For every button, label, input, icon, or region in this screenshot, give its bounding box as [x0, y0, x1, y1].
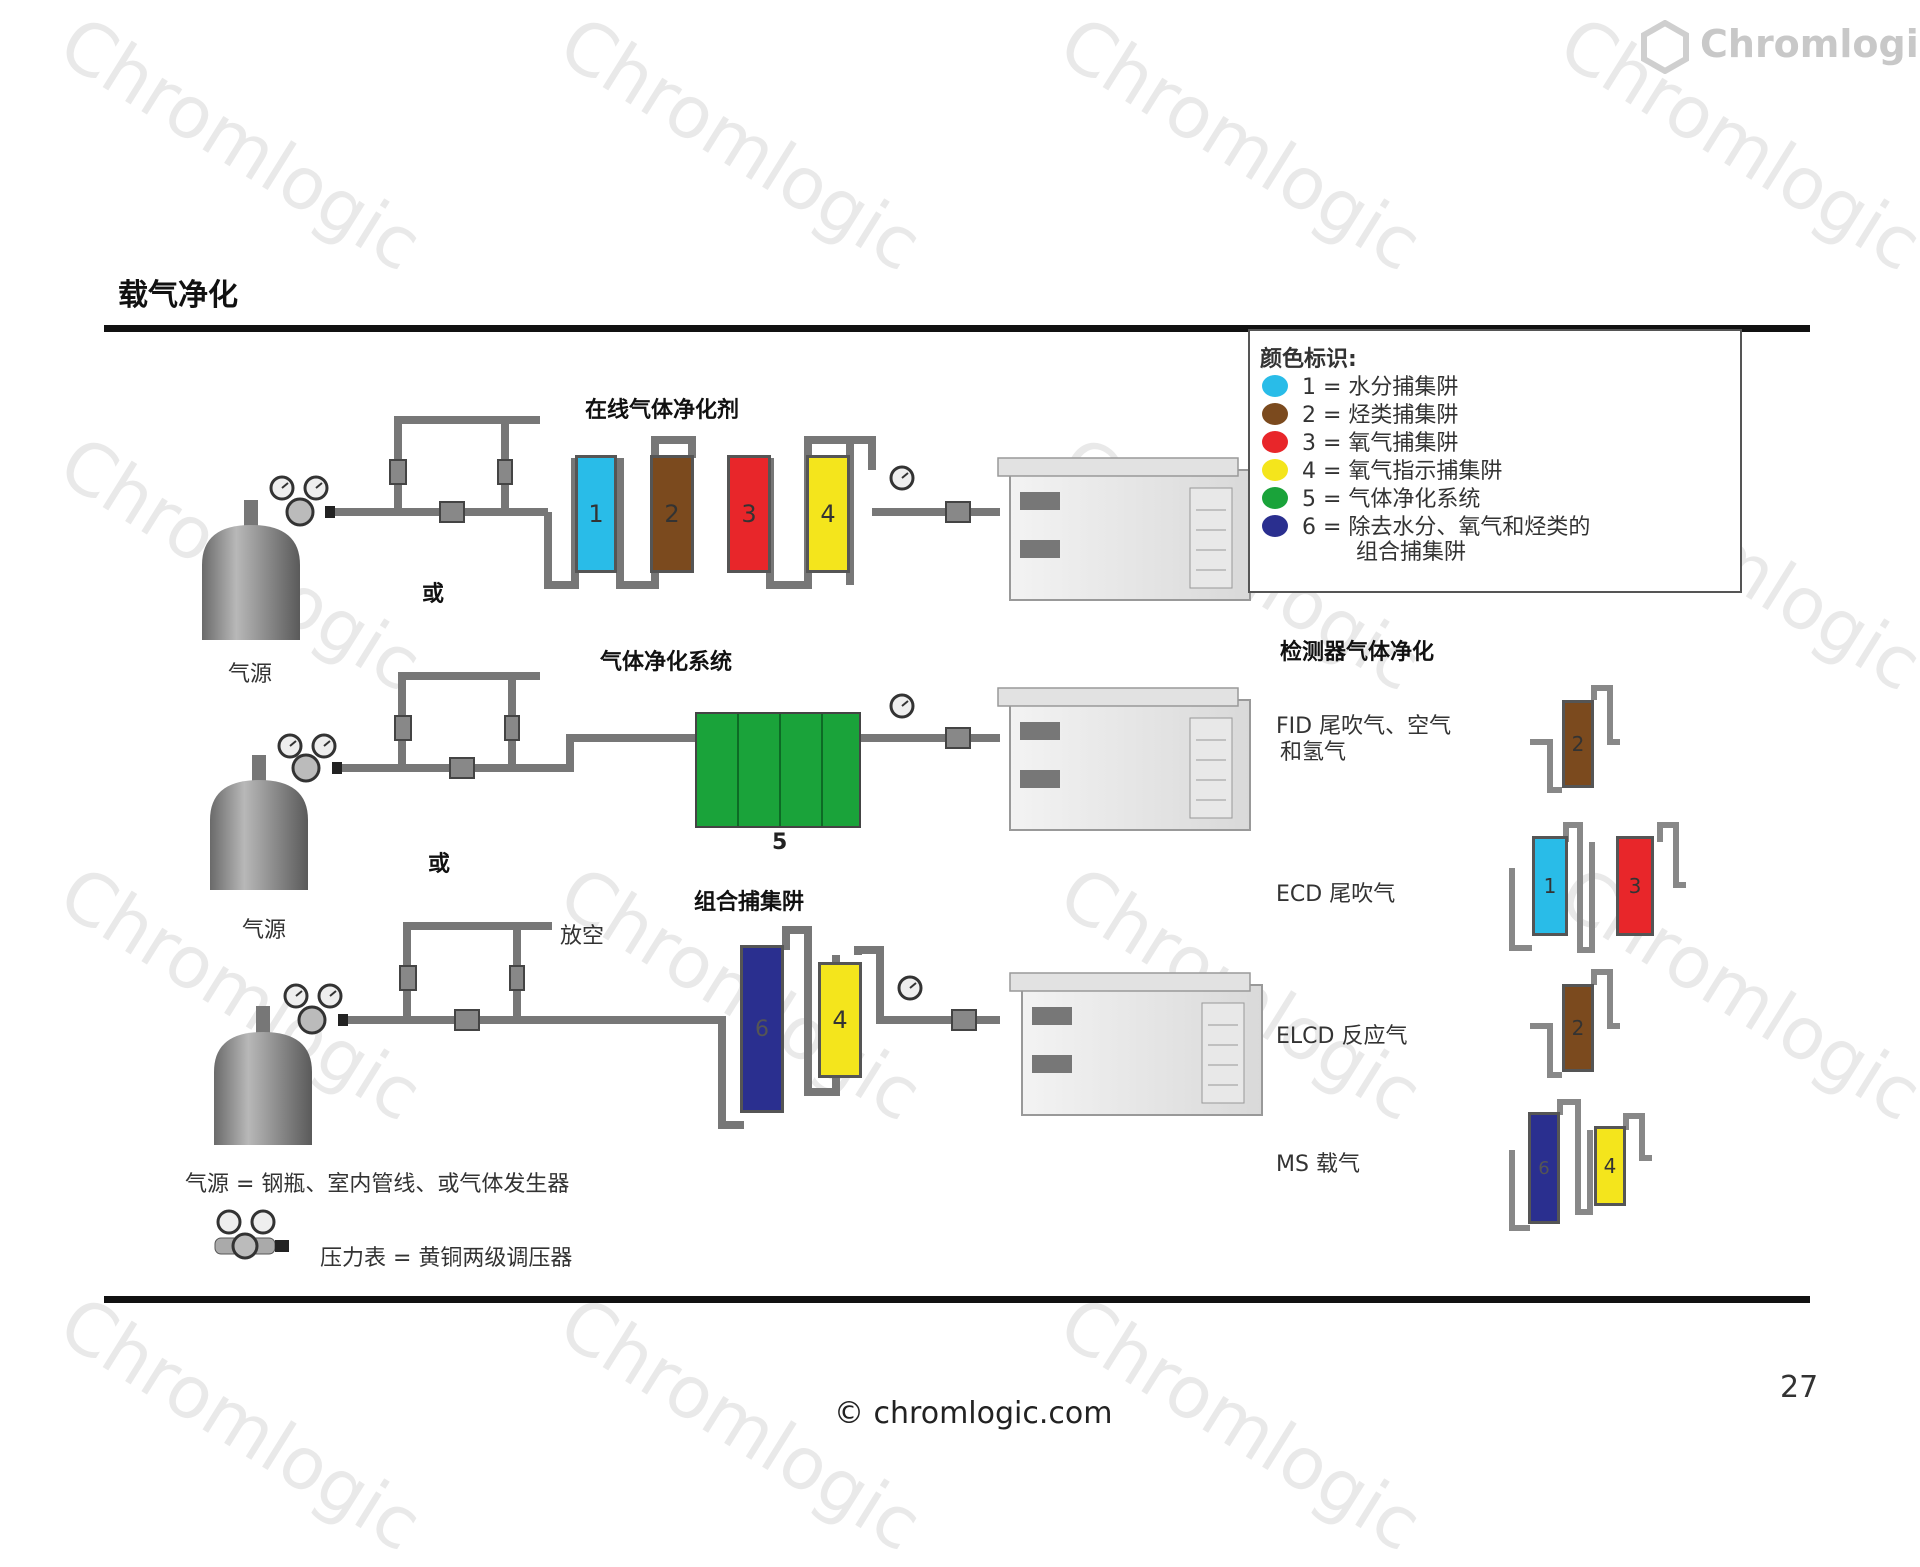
trap-number: 2 — [664, 500, 680, 528]
row3-tubing — [348, 922, 1000, 1129]
gas-purification-system — [695, 712, 861, 828]
ecd-trap-1: 1 — [1532, 836, 1568, 936]
vent-label: 放空 — [560, 924, 605, 949]
purification-system-color-icon — [1262, 487, 1288, 509]
row1-source-label: 气源 — [228, 662, 273, 687]
row2-source-label: 气源 — [242, 918, 287, 943]
detector-tubing — [1509, 685, 1686, 1231]
panel-divider — [821, 714, 823, 826]
page-number: 27 — [1780, 1370, 1819, 1405]
legend-item-label: 3 = 氧气捕集阱 — [1302, 431, 1459, 456]
row1-cylinder — [202, 500, 300, 640]
regulator-note: 压力表 = 黄铜两级调压器 — [320, 1246, 573, 1271]
legend-item-label: 4 = 氧气指示捕集阱 — [1302, 459, 1503, 484]
detector-heading: 检测器气体净化 — [1280, 640, 1435, 665]
row1-regulator — [269, 475, 335, 527]
hydrocarbon-color-icon — [1262, 403, 1288, 425]
trap-number: 4 — [820, 500, 836, 528]
hexagon-logo-icon — [1641, 20, 1689, 74]
legend-item: 4 = 氧气指示捕集阱 — [1262, 453, 1502, 485]
row3-heading: 组合捕集阱 — [694, 890, 805, 915]
trap-1-moisture: 1 — [575, 455, 617, 573]
row2-gas-chromatograph — [997, 687, 1251, 831]
fid-trap-2: 2 — [1562, 700, 1594, 788]
row3-cylinder — [214, 1006, 312, 1145]
legend-item: 1 = 水分捕集阱 — [1262, 369, 1458, 401]
legend-item: 6 = 除去水分、氧气和烃类的 — [1262, 509, 1590, 541]
logo-text: Chromlogic — [1700, 22, 1920, 66]
color-legend: 颜色标识: 1 = 水分捕集阱 2 = 烃类捕集阱 3 = 氧气捕集阱 4 = … — [1248, 329, 1742, 593]
page-title: 载气净化 — [118, 278, 238, 313]
row3-regulator — [283, 983, 348, 1035]
trap-number: 3 — [1628, 874, 1642, 898]
top-rule — [104, 325, 1810, 332]
trap-6-combination: 6 — [740, 945, 784, 1113]
fid-label-line2: 和氢气 — [1280, 740, 1347, 765]
trap-number: 4 — [832, 1006, 848, 1034]
trap-number: 1 — [1543, 874, 1557, 898]
ms-trap-6: 6 — [1528, 1112, 1560, 1224]
row1-gas-chromatograph — [997, 457, 1251, 601]
trap-number: 1 — [588, 500, 604, 528]
legend-continuation: 组合捕集阱 — [1356, 540, 1467, 565]
combination-trap-color-icon — [1262, 515, 1288, 537]
row3-valves — [399, 965, 977, 1031]
oxygen-color-icon — [1262, 431, 1288, 453]
copyright: © chromlogic.com — [834, 1396, 1113, 1431]
row2-regulator — [277, 733, 342, 783]
trap-5-label: 5 — [772, 830, 788, 855]
regulator-icon — [214, 1209, 289, 1260]
trap-2-hydrocarbon: 2 — [650, 455, 694, 573]
row2-tubing — [342, 672, 1000, 772]
legend-title: 颜色标识: — [1260, 347, 1357, 372]
row3-gas-chromatograph — [1009, 972, 1263, 1116]
row1-valves — [389, 459, 971, 523]
legend-item-label: 5 = 气体净化系统 — [1302, 487, 1481, 512]
legend-item-label: 6 = 除去水分、氧气和烃类的 — [1302, 515, 1591, 540]
legend-item-label: 1 = 水分捕集阱 — [1302, 375, 1459, 400]
elcd-label: ELCD 反应气 — [1276, 1024, 1408, 1049]
source-note: 气源 = 钢瓶、室内管线、或气体发生器 — [185, 1172, 570, 1197]
panel-divider — [779, 714, 781, 826]
trap-4-oxygen-indicator: 4 — [806, 455, 850, 573]
legend-item: 2 = 烃类捕集阱 — [1262, 397, 1458, 429]
legend-item: 5 = 气体净化系统 — [1262, 481, 1480, 513]
panel-divider — [737, 714, 739, 826]
trap-4-oxygen-indicator: 4 — [818, 962, 862, 1078]
oxygen-indicator-color-icon — [1262, 459, 1288, 481]
moisture-color-icon — [1262, 375, 1288, 397]
purification-diagram — [202, 416, 1686, 1231]
bottom-rule — [104, 1296, 1810, 1303]
ms-trap-4: 4 — [1594, 1126, 1626, 1206]
trap-number: 6 — [1538, 1157, 1550, 1179]
row2-cylinder — [210, 755, 308, 890]
ecd-label: ECD 尾吹气 — [1276, 882, 1396, 907]
fid-label: FID 尾吹气、空气 — [1276, 714, 1452, 739]
trap-number: 3 — [741, 500, 757, 528]
trap-3-oxygen: 3 — [727, 455, 771, 573]
or-label: 或 — [422, 582, 445, 607]
logo: Chromlogic — [1640, 18, 1920, 74]
legend-item-label: 2 = 烃类捕集阱 — [1302, 403, 1459, 428]
trap-number: 2 — [1571, 1016, 1585, 1040]
row2-valves — [394, 693, 971, 779]
ecd-trap-3: 3 — [1616, 836, 1654, 936]
trap-number: 2 — [1571, 732, 1585, 756]
elcd-trap-2: 2 — [1562, 984, 1594, 1072]
row1-heading: 在线气体净化剂 — [585, 398, 740, 423]
row2-heading: 气体净化系统 — [600, 650, 733, 675]
ms-label: MS 载气 — [1276, 1152, 1360, 1177]
or-label: 或 — [428, 852, 451, 877]
legend-item: 3 = 氧气捕集阱 — [1262, 425, 1458, 457]
trap-number: 4 — [1603, 1154, 1617, 1178]
trap-number: 6 — [755, 1016, 769, 1042]
